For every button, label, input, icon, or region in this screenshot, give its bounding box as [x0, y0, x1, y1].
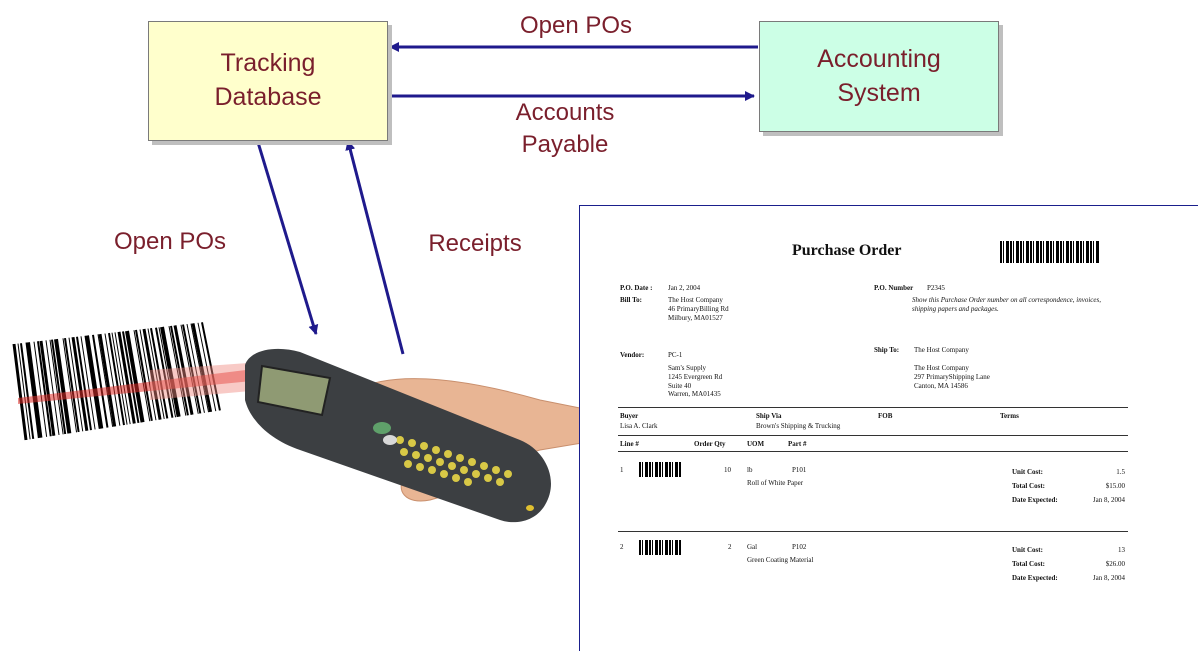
arrow-open-pos-to-scanner: [255, 138, 319, 335]
total-cost-label: Total Cost:: [1012, 560, 1045, 568]
label-open-pos-top: Open POs: [519, 12, 633, 39]
label-receipts: Receipts: [428, 230, 522, 257]
date-expected-label: Date Expected:: [1012, 574, 1058, 582]
total-cost-label: Total Cost:: [1012, 482, 1045, 490]
line-qty: 2: [728, 543, 732, 551]
accounting-system-line1: Accounting: [817, 44, 941, 73]
date-expected: Jan 8, 2004: [1092, 496, 1125, 504]
line-part: P101: [792, 466, 807, 474]
keypad-icon: [396, 436, 512, 486]
tracking-database-box: Tracking Database: [148, 21, 388, 141]
ship-via: Brown's Shipping & Trucking: [756, 422, 841, 430]
po-number-label: P.O. Number: [874, 284, 914, 292]
label-accounts-payable-line2: Payable: [521, 131, 609, 159]
unit-cost: 13: [1118, 546, 1125, 554]
line-number: 2: [620, 543, 624, 551]
po-title: Purchase Order: [792, 242, 902, 259]
buyer-label: Buyer: [620, 412, 639, 420]
po-date-label: P.O. Date :: [620, 284, 653, 292]
line-part: P102: [792, 543, 807, 551]
ship-via-label: Ship Via: [756, 412, 782, 420]
date-expected-label: Date Expected:: [1012, 496, 1058, 504]
vendor-code: PC-1: [668, 351, 683, 359]
scan-beam: [18, 368, 262, 404]
tracking-database-line2: Database: [214, 83, 322, 111]
label-open-pos-left: Open POs: [113, 228, 227, 255]
po-barcode-icon: [1000, 241, 1100, 263]
line-description: Green Coating Material: [747, 556, 814, 564]
vendor-address: Sam's Supply 1245 Evergreen Rd Suite 40 …: [668, 364, 723, 399]
unit-cost-label: Unit Cost:: [1012, 468, 1043, 476]
accounting-system-line2: System: [837, 78, 921, 107]
label-accounts-payable-line1: Accounts: [515, 99, 615, 126]
line-qty: 10: [724, 466, 731, 474]
ship-to-address: The Host Company 297 PrimaryShipping Lan…: [914, 364, 990, 390]
line-number: 1: [620, 466, 624, 474]
buyer: Lisa A. Clark: [620, 422, 658, 430]
col-part-header: Part #: [788, 440, 807, 448]
label-accounts-payable: Accounts Payable: [470, 97, 660, 162]
divider: [618, 451, 1128, 452]
line-uom: lb: [747, 466, 753, 474]
total-cost: $26.00: [1105, 560, 1125, 568]
ship-to-label: Ship To:: [874, 346, 900, 354]
po-date: Jan 2, 2004: [668, 284, 701, 292]
terms-label: Terms: [1000, 412, 1019, 420]
unit-cost-label: Unit Cost:: [1012, 546, 1043, 554]
fob-label: FOB: [878, 412, 893, 420]
line-barcode-icon: [639, 462, 682, 477]
date-expected: Jan 8, 2004: [1092, 574, 1125, 582]
bill-to: The Host Company 46 PrimaryBilling Rd Mi…: [668, 296, 729, 322]
barcode-label-icon: [10, 318, 222, 442]
divider: [618, 531, 1128, 532]
unit-cost: 1.5: [1116, 468, 1125, 476]
scanner-device: [245, 348, 551, 523]
line-description: Roll of White Paper: [747, 479, 804, 487]
total-cost: $15.00: [1105, 482, 1125, 490]
tracking-database-line1: Tracking: [220, 49, 316, 78]
scan-beam-glow: [150, 362, 262, 400]
purchase-order-document: Purchase Order P.O. Date : Jan 2, 2004 P…: [579, 205, 1198, 651]
divider: [618, 435, 1128, 436]
line-uom: Gal: [747, 543, 758, 551]
ship-to-name: The Host Company: [914, 346, 969, 354]
divider: [618, 407, 1128, 408]
po-number: P2345: [927, 284, 945, 292]
col-uom-header: UOM: [747, 440, 765, 448]
bill-to-label: Bill To:: [620, 296, 642, 304]
handheld-barcode-scanner-image: [10, 318, 600, 523]
col-line-header: Line #: [620, 440, 639, 448]
accounting-system-box: Accounting System: [759, 21, 999, 132]
arrow-receipts-to-tracking: [345, 140, 405, 355]
vendor-label: Vendor:: [620, 351, 645, 359]
col-order-qty-header: Order Qty: [694, 440, 726, 448]
line-barcode-icon: [639, 540, 682, 555]
po-note: Show this Purchase Order number on all c…: [912, 296, 1101, 313]
